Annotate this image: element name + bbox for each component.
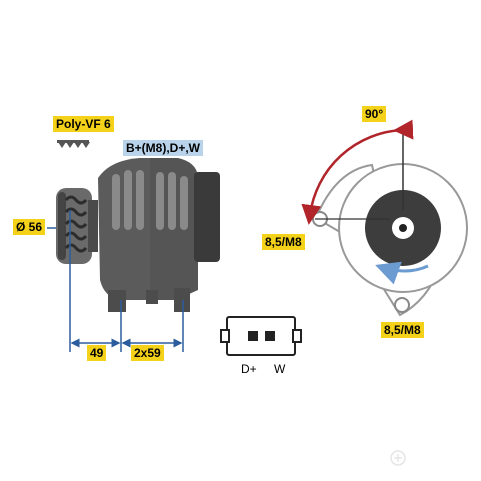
alternator-side-view (56, 158, 220, 312)
cooling-slots (112, 170, 188, 230)
mount-bottom-label: 8,5/M8 (381, 322, 424, 338)
alternator-rear-view (301, 119, 468, 317)
terminals-label: B+(M8),D+,W (123, 140, 204, 156)
angle-arc (301, 119, 414, 225)
angle-label: 90° (362, 106, 387, 122)
dim-mount-label: 2x59 (131, 345, 164, 361)
pin-dplus-label: D+ (241, 362, 257, 376)
v-ribbed-belt-icon (57, 140, 90, 148)
pulley (56, 188, 98, 264)
pin-w-label: W (274, 362, 286, 376)
mount-left-label: 8,5/M8 (262, 234, 305, 250)
pulley-type-label: Poly-VF 6 (53, 116, 114, 132)
dimension-lines (47, 210, 184, 352)
pulley-diameter-label: Ø 56 (13, 219, 46, 235)
rotation-arrow (375, 261, 429, 285)
dim-front-label: 49 (87, 345, 107, 361)
watermark-logo (390, 450, 406, 466)
connector-plug (220, 316, 302, 356)
